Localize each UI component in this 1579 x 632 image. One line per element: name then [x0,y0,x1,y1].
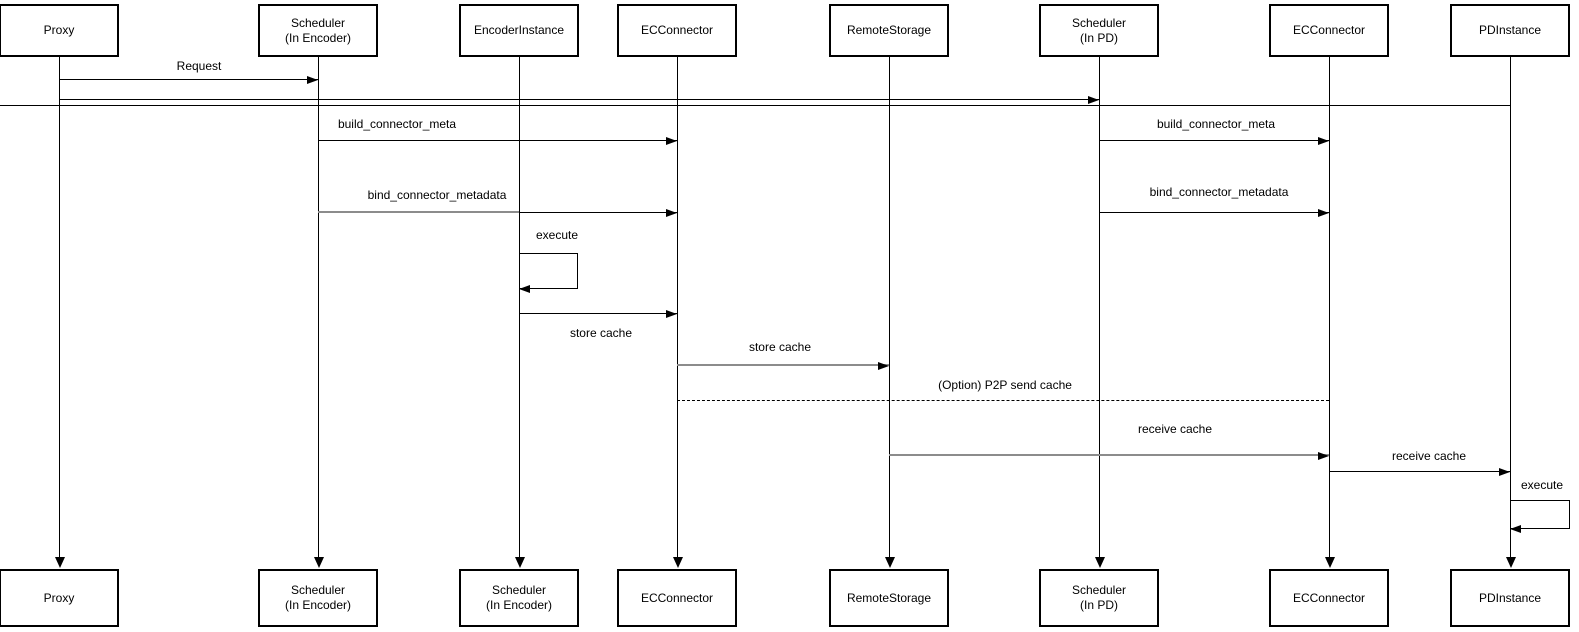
actor-label-top-ec-connector-pd: ECConnector [1292,23,1366,37]
message-label-store-cache-encoder: store cache [569,326,633,340]
actor-label-top-encoder-instance: EncoderInstance [473,23,565,37]
self-loop-execute-encoder [519,253,578,289]
message-label-request: Request [176,59,222,73]
actor-label-top-ec-connector-encoder: ECConnector [640,23,714,37]
lifeline-end-arrow-icon-ec-connector-pd [1325,557,1335,568]
self-loop-label-execute-pd: execute [1520,478,1564,492]
self-loop-arrow-icon-execute-encoder [519,285,530,293]
message-label-build-connector-meta-pd: build_connector_meta [1156,117,1276,131]
lifeline-end-arrow-icon-ec-connector-encoder [673,557,683,568]
lifeline-end-arrow-icon-remote-storage [885,557,895,568]
self-loop-label-execute-encoder: execute [535,228,579,242]
message-line-receive-cache-pd [1329,471,1510,472]
message-line-receive-cache-remote [889,454,1329,456]
actor-box-bottom-encoder-instance: Scheduler (In Encoder) [459,569,579,627]
actor-box-top-ec-connector-encoder: ECConnector [617,4,737,57]
actor-box-bottom-proxy: Proxy [0,569,119,627]
arrowhead-icon-request [307,76,318,84]
arrowhead-icon-forward-request [1088,96,1099,104]
actor-label-bottom-pd-instance: PDInstance [1478,590,1542,605]
message-label-store-cache-remote: store cache [748,340,812,354]
actor-label-top-proxy: Proxy [43,23,75,37]
message-line-build-connector-meta-pd [1099,140,1329,141]
actor-box-bottom-scheduler-in-encoder: Scheduler (In Encoder) [258,569,378,627]
arrowhead-icon-store-cache-remote [878,362,889,370]
lifeline-proxy [59,56,60,558]
actor-box-bottom-ec-connector-pd: ECConnector [1269,569,1389,627]
message-line-bind-connector-metadata-pd [1099,212,1329,213]
message-label-bind-connector-metadata-encoder: bind_connector_metadata [367,188,507,202]
actor-label-top-pd-instance: PDInstance [1478,23,1542,37]
message-line-build-connector-meta-encoder [318,140,677,141]
arrowhead-icon-build-connector-meta-pd [1318,137,1329,145]
lifeline-end-arrow-icon-proxy [55,557,65,568]
message-line-request [59,79,318,80]
self-loop-execute-pd [1510,500,1570,529]
arrowhead-icon-receive-cache-remote [1318,452,1329,460]
lifeline-end-arrow-icon-encoder-instance [515,557,525,568]
actor-box-bottom-scheduler-in-pd: Scheduler (In PD) [1039,569,1159,627]
actor-box-top-encoder-instance: EncoderInstance [459,4,579,57]
lifeline-encoder-instance [519,56,520,558]
arrowhead-icon-build-connector-meta-encoder [666,137,677,145]
actor-box-top-scheduler-in-encoder: Scheduler (In Encoder) [258,4,378,57]
lifeline-end-arrow-icon-pd-instance [1506,557,1516,568]
message-label-build-connector-meta-encoder: build_connector_meta [337,117,457,131]
actor-box-bottom-remote-storage: RemoteStorage [829,569,949,627]
arrowhead-icon-store-cache-encoder [666,310,677,318]
lifeline-remote-storage [889,56,890,558]
actor-box-top-proxy: Proxy [0,4,119,57]
actor-label-top-scheduler-in-pd: Scheduler (In PD) [1071,15,1127,45]
message-label-receive-cache-pd: receive cache [1391,449,1467,463]
actor-box-bottom-ec-connector-encoder: ECConnector [617,569,737,627]
actor-label-bottom-scheduler-in-pd: Scheduler (In PD) [1071,583,1127,612]
message-label-p2p-send-cache: (Option) P2P send cache [938,378,1072,392]
message-label-receive-cache-remote: receive cache [1137,422,1213,436]
actor-box-top-remote-storage: RemoteStorage [829,4,949,57]
actor-label-bottom-remote-storage: RemoteStorage [846,590,932,605]
message-label-bind-connector-metadata-pd: bind_connector_metadata [1149,185,1289,199]
lifeline-scheduler-in-pd [1099,56,1100,558]
message-line-store-cache-remote [677,364,889,366]
message-line-forward-request [59,99,1099,100]
lifeline-ec-connector-pd [1329,56,1330,558]
lifeline-scheduler-in-encoder [318,56,319,558]
actor-label-bottom-proxy: Proxy [43,590,75,605]
lifeline-end-arrow-icon-scheduler-in-encoder [314,557,324,568]
actor-box-top-ec-connector-pd: ECConnector [1269,4,1389,57]
lifeline-pd-instance [1510,56,1511,558]
actor-label-top-scheduler-in-encoder: Scheduler (In Encoder) [284,15,352,45]
actor-box-top-scheduler-in-pd: Scheduler (In PD) [1039,4,1159,57]
actor-label-top-remote-storage: RemoteStorage [846,23,932,37]
actor-label-bottom-ec-connector-encoder: ECConnector [640,590,714,605]
lifeline-ec-connector-encoder [677,56,678,558]
self-loop-arrow-icon-execute-pd [1510,525,1521,533]
actor-label-bottom-scheduler-in-encoder: Scheduler (In Encoder) [284,583,352,612]
lifeline-end-arrow-icon-scheduler-in-pd [1095,557,1105,568]
arrowhead-icon-bind-connector-metadata-encoder [666,209,677,217]
arrowhead-icon-bind-connector-metadata-pd [1318,209,1329,217]
message-line-unlabeled-long-line [0,105,1510,106]
actor-box-top-pd-instance: PDInstance [1450,4,1570,57]
message-line-p2p-send-cache [677,400,1329,401]
actor-box-bottom-pd-instance: PDInstance [1450,569,1570,627]
actor-label-bottom-encoder-instance: Scheduler (In Encoder) [485,583,553,612]
message-line-bind-connector-metadata-overlay [318,211,519,213]
arrowhead-icon-receive-cache-pd [1499,468,1510,476]
message-line-store-cache-encoder [519,313,677,314]
actor-label-bottom-ec-connector-pd: ECConnector [1292,590,1366,605]
